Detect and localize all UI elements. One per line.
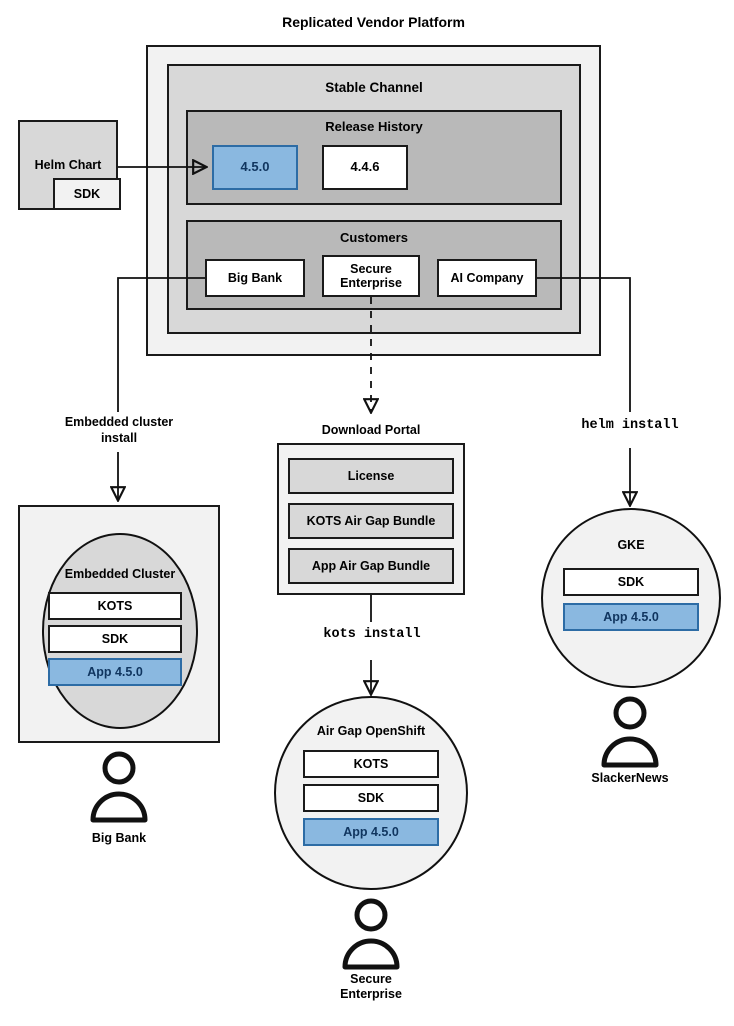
secure-enterprise-person-label-line-2: Enterprise [340,987,402,1001]
edge-label-line-1: Embedded cluster [64,415,174,429]
slackernews-person-icon [601,696,659,768]
release-4-5-0[interactable]: 4.5.0 [212,145,298,190]
big-bank-person-icon [90,751,148,823]
linux-vm-component-kots[interactable]: KOTS [48,592,182,620]
customer-secure-enterprise-label: Secure Enterprise [340,261,402,290]
slackernews-person-label: SlackerNews [591,771,669,785]
big-bank-person-label: Big Bank [91,831,147,845]
release-history-title: Release History [325,119,423,134]
secure-enterprise-person-label: Secure Enterprise [296,972,446,1002]
download-portal-artifact-kots-air-gap-bundle[interactable]: KOTS Air Gap Bundle [288,503,454,539]
airgap-component-kots[interactable]: KOTS [303,750,439,778]
linux-vm-component-sdk[interactable]: SDK [48,625,182,653]
linux-vm-component-app[interactable]: App 4.5.0 [48,658,182,686]
airgap-openshift-title: Air Gap OpenShift [316,724,426,738]
edge-label-helm-install: helm install [581,418,679,433]
gke-circle [541,508,721,688]
helm-chart-sdk-box[interactable]: SDK [53,178,121,210]
download-portal-title: Download Portal [321,423,421,437]
gke-component-app[interactable]: App 4.5.0 [563,603,699,631]
customers-title: Customers [340,230,408,245]
airgap-component-app[interactable]: App 4.5.0 [303,818,439,846]
customer-big-bank[interactable]: Big Bank [205,259,305,297]
edge-label-embedded-cluster-install: Embedded cluster install [44,415,194,446]
edge-label-kots-install: kots install [323,627,421,642]
customer-ai-company[interactable]: AI Company [437,259,537,297]
airgap-component-sdk[interactable]: SDK [303,784,439,812]
embedded-cluster-title: Embedded Cluster [64,567,176,581]
secure-enterprise-person-label-line-1: Secure [350,972,392,986]
stable-channel-title: Stable Channel [325,80,423,95]
release-4-4-6[interactable]: 4.4.6 [322,145,408,190]
gke-component-sdk[interactable]: SDK [563,568,699,596]
download-portal-artifact-license[interactable]: License [288,458,454,494]
page-title: Replicated Vendor Platform [282,14,465,30]
customer-secure-enterprise[interactable]: Secure Enterprise [322,255,420,297]
helm-chart-label: Helm Chart [34,158,102,172]
secure-enterprise-person-icon [342,898,400,970]
gke-title: GKE [617,538,645,552]
download-portal-artifact-app-air-gap-bundle[interactable]: App Air Gap Bundle [288,548,454,584]
edge-label-line-2: install [100,430,138,445]
